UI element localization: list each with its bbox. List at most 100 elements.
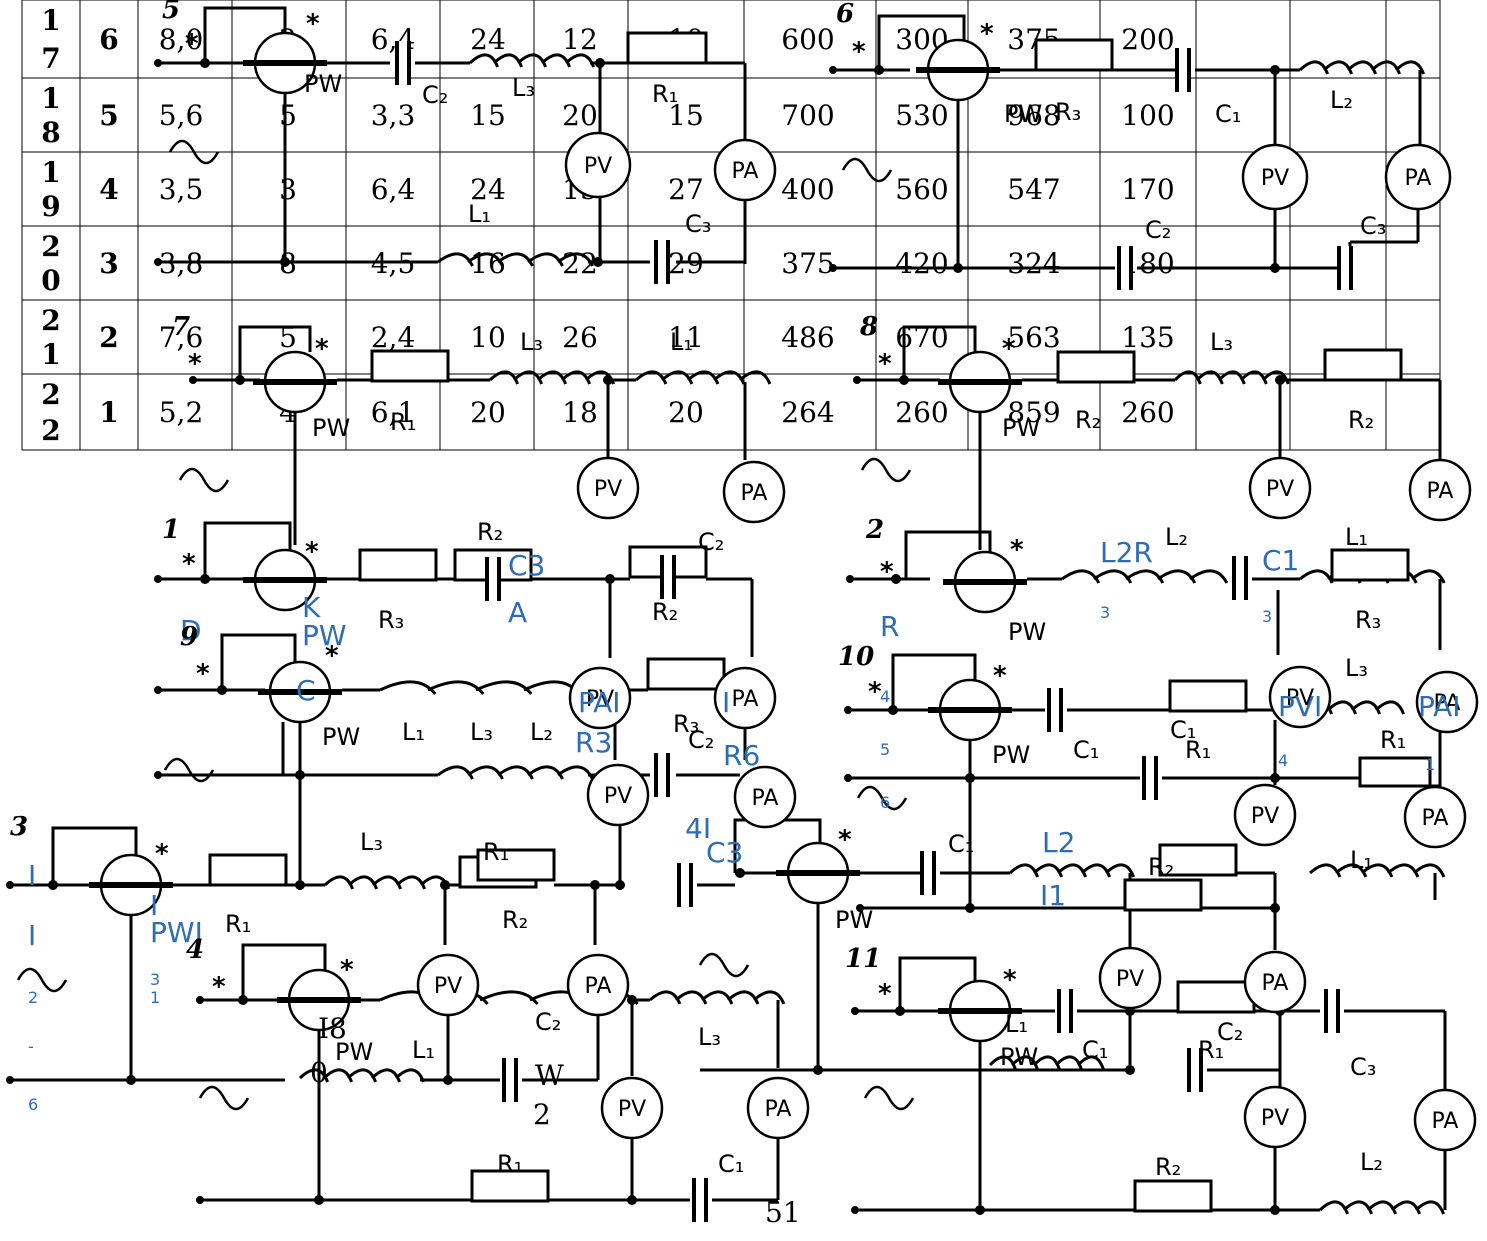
inductor-symbol bbox=[1061, 569, 1229, 584]
ac-sine-icon bbox=[198, 1085, 250, 1111]
terminal-dot bbox=[154, 59, 162, 67]
ac-sine-icon bbox=[163, 757, 215, 783]
inductor-symbol bbox=[437, 252, 594, 267]
table-cell: 2,4 bbox=[371, 321, 416, 354]
blue-overlay: K bbox=[302, 591, 321, 624]
junction-dot bbox=[443, 1075, 453, 1085]
element-label: R₃ bbox=[1055, 98, 1081, 126]
polarity-star: * bbox=[878, 349, 892, 379]
junction-dot bbox=[280, 257, 290, 267]
table-cell: 3,3 bbox=[371, 99, 416, 132]
polarity-star: * bbox=[838, 825, 852, 855]
terminal-dot bbox=[853, 376, 861, 384]
stray-text: I8 bbox=[318, 1012, 347, 1045]
blue-overlay: I bbox=[28, 859, 36, 892]
row-number-top: 1 bbox=[41, 4, 60, 37]
element-label: C₂ bbox=[688, 726, 714, 754]
ammeter-label: PA bbox=[1432, 1109, 1459, 1134]
junction-dot bbox=[1125, 1065, 1135, 1075]
table-cell: 5 bbox=[279, 321, 297, 354]
diagram-number: 9 bbox=[180, 622, 198, 652]
junction-dot bbox=[314, 1195, 324, 1205]
ac-sine-icon bbox=[698, 952, 750, 978]
row-number-bottom: 0 bbox=[41, 264, 60, 297]
blue-overlay: C bbox=[296, 674, 316, 707]
junction-dot bbox=[891, 574, 901, 584]
junction-dot bbox=[295, 770, 305, 780]
circuit-elements bbox=[6, 31, 1479, 1222]
element-label: L₁ bbox=[402, 718, 425, 746]
element-label: C₂ bbox=[1217, 1018, 1243, 1046]
wattmeter-label: PW bbox=[1000, 1043, 1038, 1071]
element-label: R₁ bbox=[390, 408, 416, 436]
table-cell: 24 bbox=[470, 173, 506, 206]
ammeter-symbol bbox=[746, 1076, 810, 1140]
element-label: L₃ bbox=[360, 828, 383, 856]
junction-dot bbox=[1270, 903, 1280, 913]
voltmeter-symbol bbox=[1248, 456, 1312, 520]
diagram-number: 5 bbox=[162, 0, 180, 25]
voltmeter-label: PV bbox=[584, 154, 612, 179]
wattmeter-label: PW bbox=[1004, 100, 1042, 128]
voltmeter-symbol bbox=[564, 131, 632, 199]
data-table-grid bbox=[21, 0, 1441, 451]
inductor-symbol bbox=[298, 1068, 426, 1083]
junction-dot bbox=[217, 685, 227, 695]
voltmeter-symbol bbox=[586, 763, 650, 827]
wire bbox=[220, 633, 297, 690]
ammeter-symbol bbox=[566, 953, 630, 1017]
resistor-symbol bbox=[358, 548, 438, 582]
ammeter-symbol bbox=[1243, 950, 1307, 1014]
resistor-symbol bbox=[476, 848, 556, 882]
diagram-number: 11 bbox=[845, 944, 881, 974]
table-cell: 5,6 bbox=[159, 99, 204, 132]
inductor-symbol bbox=[1298, 60, 1426, 75]
element-label: C₁ bbox=[1082, 1036, 1108, 1064]
inductor-symbol bbox=[468, 53, 596, 68]
table-cell: 10 bbox=[470, 321, 506, 354]
table-cell: 7,6 bbox=[159, 321, 204, 354]
element-label: R₁ bbox=[1198, 1036, 1224, 1064]
element-label: C₂ bbox=[698, 528, 724, 556]
resistor-symbol bbox=[1323, 348, 1403, 382]
junction-dot bbox=[1270, 773, 1280, 783]
element-label: L₂ bbox=[1360, 1148, 1383, 1176]
voltmeter-symbol bbox=[1268, 665, 1332, 729]
ammeter-symbol bbox=[1413, 1088, 1477, 1152]
inductor-symbol bbox=[635, 370, 772, 385]
junction-dot bbox=[975, 1205, 985, 1215]
table-cell: 6,4 bbox=[371, 173, 416, 206]
blue-overlay-small: 4 bbox=[1278, 751, 1288, 770]
blue-overlay-small: 1 bbox=[1425, 755, 1435, 774]
terminal-dot bbox=[154, 258, 162, 266]
element-label: L₃ bbox=[470, 718, 493, 746]
element-label: R₂ bbox=[1075, 406, 1101, 434]
element-label: R₁ bbox=[652, 80, 678, 108]
junction-dot bbox=[627, 1195, 637, 1205]
table-cell: 420 bbox=[895, 247, 948, 280]
polarity-star: * bbox=[980, 19, 994, 49]
voltmeter-label: PV bbox=[604, 784, 632, 809]
blue-overlay: L2R bbox=[1100, 536, 1153, 569]
wire bbox=[238, 325, 312, 380]
voltmeter-label: PV bbox=[594, 477, 622, 502]
terminal-dot bbox=[6, 1076, 14, 1084]
ac-sine-icon bbox=[178, 467, 230, 493]
junction-dot bbox=[888, 705, 898, 715]
element-label: L₃ bbox=[1210, 328, 1233, 356]
element-label: L₁ bbox=[468, 200, 491, 228]
blue-overlay-small: 3 bbox=[1100, 603, 1110, 622]
element-label: R₂ bbox=[1148, 853, 1174, 881]
terminal-dot bbox=[856, 904, 864, 912]
variant-number: 3 bbox=[99, 247, 118, 280]
table-cell: 26 bbox=[562, 321, 598, 354]
ammeter-label: PA bbox=[585, 974, 612, 999]
diagram-number: 3 bbox=[10, 812, 28, 842]
ammeter-symbol bbox=[1384, 143, 1452, 211]
voltmeter-label: PV bbox=[1251, 804, 1279, 829]
table-cell: 27 bbox=[668, 173, 704, 206]
element-label: L₃ bbox=[520, 328, 543, 356]
row-number-bottom: 1 bbox=[41, 338, 60, 371]
inductor-symbol bbox=[988, 1055, 1105, 1070]
